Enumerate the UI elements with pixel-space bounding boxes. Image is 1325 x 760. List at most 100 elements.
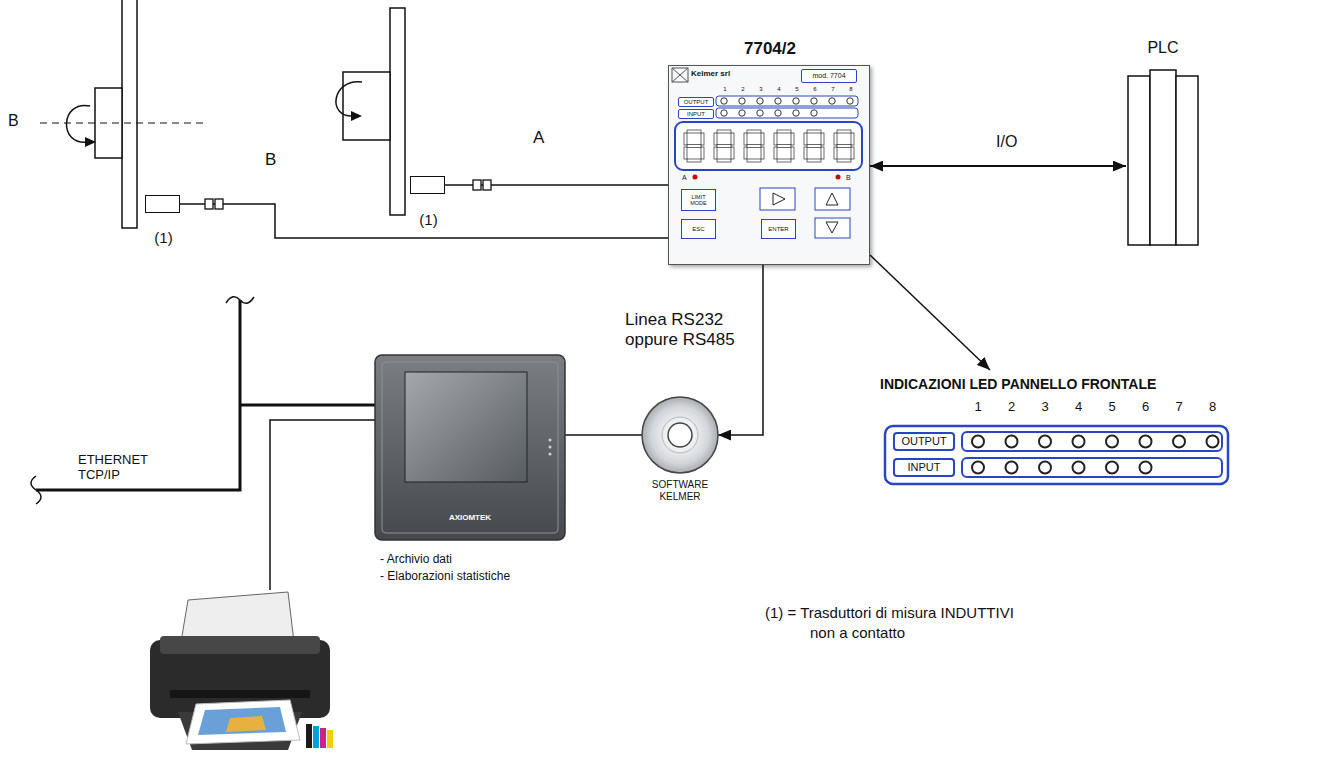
ink-cartridge [327,730,333,748]
led [1039,436,1051,448]
display-digit [834,130,854,162]
led [1173,436,1185,448]
display-digit [774,130,794,162]
display-digit [684,130,704,162]
led-panel-detail [885,426,1228,484]
plc-module [1176,76,1198,245]
led [721,98,727,104]
display-digit [804,130,824,162]
row-label: OUTPUT [684,99,709,106]
cable-plug [205,180,491,209]
display-digit [744,130,764,162]
brand-name: Kelmer srl [691,69,730,78]
software-disc [642,397,718,473]
status-light [549,446,552,449]
led-number: 7 [1173,400,1185,415]
rotation-arrow [66,105,90,142]
led [829,98,835,104]
software-disc: SOFTWARE KELMER [642,397,718,473]
led-number: 2 [1006,400,1018,415]
ink-cartridge [306,724,312,748]
led [739,110,745,116]
printer-lid [160,636,320,654]
display-digit [714,130,734,162]
printed-sheet [186,700,300,744]
led [757,110,763,116]
model-text: mod. 7704 [812,72,845,80]
led-number: 8 [846,86,856,93]
callout-number: (1) [407,211,450,228]
wire-name: B [265,150,276,170]
disk-plate [390,8,405,215]
line-name: Linea RS232 oppure RS485 [625,310,755,350]
disc-caption: SOFTWARE KELMER [652,479,708,502]
key-arrow-up [826,193,838,205]
ethernet-drop [240,404,375,407]
led [775,98,781,104]
controller-body [668,65,870,265]
disc-hole [668,423,692,447]
ethernet-bus [36,300,240,490]
connector-line [870,255,990,370]
rotating-disk [40,0,205,228]
plc-unit: PLC [1126,68,1200,246]
panel-pc: AXIOMTEK- Archivio dati- Elaborazioni st… [375,355,565,540]
key-button: ESC [681,219,716,239]
led [1106,462,1118,474]
inductive-transducer: (1) [145,195,180,213]
brand-logo [672,68,688,82]
rotation-axis [40,122,205,123]
plc-heading: PLC [1113,39,1213,57]
led-number: 4 [774,86,784,93]
key-label: ESC [692,226,704,233]
disc [642,397,718,473]
channel-letter: A [682,174,687,182]
panel-heading: INDICAZIONI LED PANNELLO FRONTALE [880,376,1156,392]
led [775,110,781,116]
key-arrow-right [773,193,785,205]
led [1140,436,1152,448]
wire-name: A [533,128,544,148]
led [721,110,727,116]
row-label-box: INPUT [893,458,955,477]
bus-break-mark [31,476,41,504]
printed-photo [226,716,266,732]
key-button [815,218,850,238]
ink-cartridge [320,728,326,748]
connector-line [565,434,642,436]
feature-item: - Elaborazioni statistiche [380,570,510,584]
rotation-arrow-head [351,111,362,121]
led [1006,462,1018,474]
plug-half [473,180,481,190]
panel-inner-edge [382,362,558,533]
led [972,436,984,448]
plug-half [205,199,213,209]
led [793,110,799,116]
controller-front [668,65,870,265]
led [1106,436,1118,448]
led-number: 3 [1039,400,1051,415]
channel-letter: B [846,174,851,182]
callout-number: (1) [138,229,189,246]
led-number: 8 [1207,400,1219,415]
bus-break-mark [226,297,254,304]
led [811,110,817,116]
key-label: ENTER [768,226,788,233]
brand-logo [672,68,688,82]
row-label-box: OUTPUT [893,432,955,451]
led-number: 2 [738,86,748,93]
key-button [760,188,795,210]
plc-module [1128,76,1150,245]
led-number: 4 [1073,400,1085,415]
row-label: INPUT [908,461,941,474]
ink-cartridge [313,726,319,748]
plug-half [215,199,223,209]
led [1140,462,1152,474]
status-led [836,175,841,180]
led [739,98,745,104]
row-label: OUTPUT [901,435,946,448]
footnote: (1) = Trasduttori di misura INDUTTIVI no… [765,603,1027,643]
model-badge: mod. 7704 [801,69,857,83]
printer [150,592,333,750]
